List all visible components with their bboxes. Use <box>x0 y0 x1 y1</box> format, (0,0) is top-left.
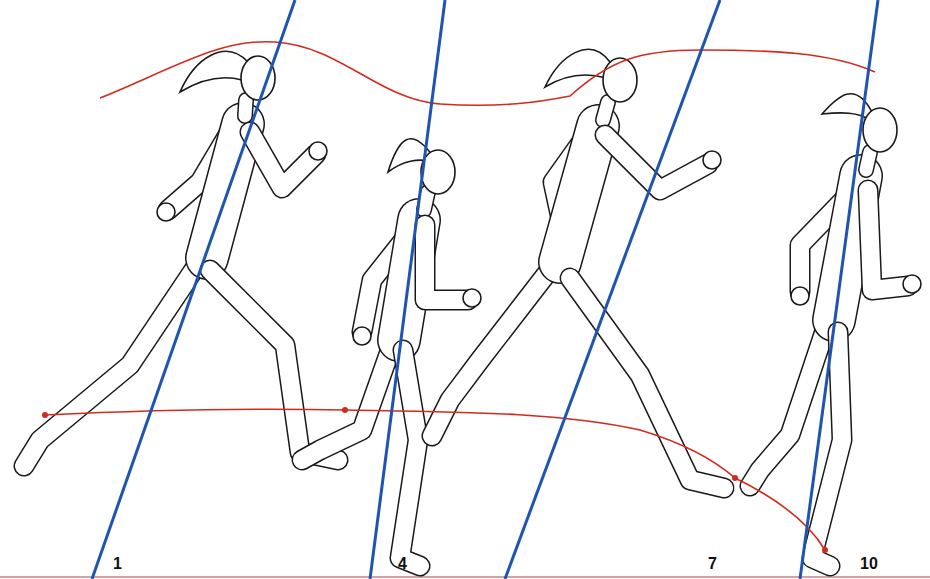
figure-part <box>603 102 608 120</box>
figure-part <box>545 49 610 87</box>
figure-part <box>463 289 481 307</box>
body-axis-line <box>505 0 720 579</box>
frame-number: 1 <box>113 556 122 572</box>
trajectory-dot <box>822 547 828 553</box>
figure-part <box>866 152 870 170</box>
frame-number: 10 <box>860 556 878 572</box>
figure-part <box>210 270 338 460</box>
foot-trajectory <box>45 409 825 550</box>
figure-part <box>868 190 908 290</box>
figure-part <box>424 192 428 210</box>
figure-part <box>302 345 392 460</box>
trajectory-dot <box>42 412 48 418</box>
figure-part <box>605 135 708 190</box>
figure-part <box>425 225 468 300</box>
runner-figure <box>750 94 921 566</box>
figure-part <box>400 350 420 566</box>
figure-part <box>750 330 825 486</box>
figure-part <box>603 102 608 120</box>
figure-part <box>309 142 327 160</box>
trajectory-dot <box>732 475 738 481</box>
figure-part <box>866 152 870 170</box>
head-trajectory <box>100 42 875 106</box>
figure-part <box>863 108 897 152</box>
figure-part <box>605 135 708 190</box>
figure-part <box>603 58 637 102</box>
figure-part <box>302 345 392 460</box>
figure-part <box>157 203 175 221</box>
figure-part <box>210 270 338 460</box>
figure-part <box>425 225 468 300</box>
frame-number: 4 <box>398 556 407 572</box>
runner-figure <box>432 49 724 488</box>
figure-part <box>245 100 246 116</box>
ground-line <box>0 576 930 578</box>
body-axis-line <box>370 0 445 579</box>
figure-part <box>424 192 428 210</box>
figure-part <box>703 151 721 169</box>
figure-part <box>24 268 195 466</box>
figure-part <box>791 287 809 305</box>
figure-part <box>250 132 316 188</box>
figure-part <box>560 126 598 262</box>
runner-figure <box>302 139 481 566</box>
trajectory-dot <box>342 407 348 413</box>
body-axis-line <box>92 0 295 579</box>
figure-part <box>180 51 248 92</box>
figure-part <box>750 330 825 486</box>
figure-part <box>868 190 908 290</box>
figure-part <box>570 278 724 488</box>
figure-part <box>903 275 921 293</box>
figure-part <box>250 132 316 188</box>
figure-part <box>245 100 246 116</box>
figure-part <box>560 126 598 262</box>
figure-part <box>353 327 371 345</box>
figure-part <box>241 56 275 100</box>
body-axis-line <box>800 0 878 579</box>
runner-figure <box>24 51 338 466</box>
figure-part <box>24 268 195 466</box>
figure-part <box>400 350 420 566</box>
figure-part <box>570 278 724 488</box>
frame-number: 7 <box>708 556 717 572</box>
